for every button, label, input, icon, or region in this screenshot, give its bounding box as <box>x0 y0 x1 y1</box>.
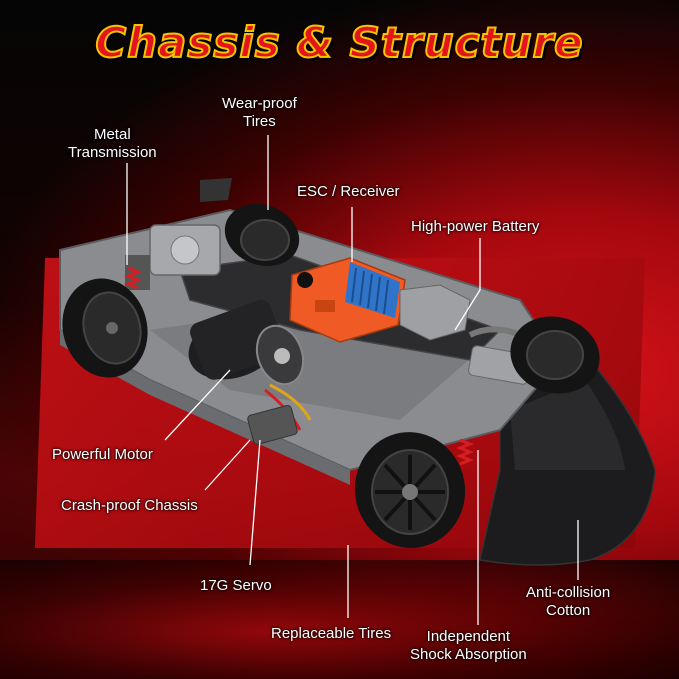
label-metal-transmission: Metal Transmission <box>68 126 157 162</box>
label-replaceable-tires: Replaceable Tires <box>271 625 392 642</box>
label-17g-servo: 17G Servo <box>200 577 272 594</box>
rear-right-wheel <box>224 203 300 267</box>
label-line: Metal <box>93 126 131 143</box>
page-title: Chassis & Structure <box>94 17 584 68</box>
label-line: Shock Absorption <box>410 646 527 663</box>
esc-receiver <box>289 257 406 343</box>
high-power-battery <box>399 284 471 341</box>
label-wear-proof-tires: Wear-proof Tires <box>222 95 297 131</box>
label-independent-shock: Independent Shock Absorption <box>410 628 527 664</box>
callout-crash-proof-chassis <box>204 439 251 491</box>
rear-left-wheel <box>62 278 148 378</box>
label-line: Wear-proof <box>222 95 297 112</box>
label-high-power-battery: High-power Battery <box>411 218 540 235</box>
callout-powerful-motor <box>164 369 231 441</box>
callout-servo <box>249 439 261 566</box>
label-line: Anti-collision <box>526 584 611 601</box>
bumper-highlight <box>510 380 625 470</box>
callout-lines <box>126 135 579 625</box>
chassis-edge <box>60 330 350 485</box>
servo <box>247 404 298 445</box>
label-line: Transmission <box>68 144 157 161</box>
floor-glow <box>0 560 679 679</box>
label-esc-receiver: ESC / Receiver <box>297 183 400 200</box>
front-left-wheel <box>354 432 466 548</box>
label-line: Cotton <box>546 602 591 619</box>
motor <box>188 299 312 431</box>
label-anti-collision-cotton: Anti-collision Cotton <box>526 584 610 620</box>
rear-spring <box>123 266 143 290</box>
callout-high-power-battery <box>454 238 481 331</box>
label-line: Tires <box>242 113 276 130</box>
front-right-wheel <box>510 316 600 394</box>
label-powerful-motor: Powerful Motor <box>52 446 153 463</box>
label-line: Independent <box>426 628 511 645</box>
label-crash-proof-chassis: Crash-proof Chassis <box>61 497 198 514</box>
